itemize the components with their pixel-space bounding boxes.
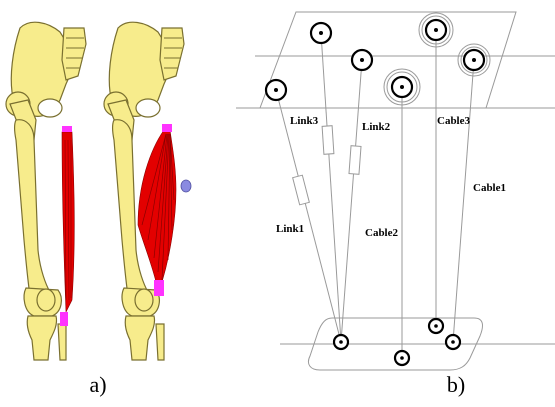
top-joint-4 — [458, 44, 490, 76]
link1-actuator — [293, 175, 310, 205]
caption-a: a) — [89, 372, 106, 397]
label-link3: Link3 — [290, 115, 319, 127]
caption-b: b) — [447, 372, 465, 397]
label-cable2: Cable2 — [365, 227, 399, 239]
label-link2: Link2 — [362, 121, 391, 133]
top-joint-5 — [266, 80, 286, 100]
top-joint-3 — [352, 50, 372, 70]
left-leg-skeleton — [6, 22, 86, 360]
link3-line — [321, 33, 341, 342]
top-joint-1 — [311, 23, 331, 43]
bottom-joint-2 — [395, 351, 409, 365]
panel-a-illustration: a) — [6, 22, 191, 397]
bottom-joint-3 — [429, 319, 443, 333]
panel-b-diagram: Link3 Link2 Link1 Cable3 Cable2 Cable1 b… — [236, 12, 555, 397]
right-leg-skeleton — [104, 22, 191, 360]
label-cable3: Cable3 — [437, 115, 471, 127]
link3-actuator — [322, 126, 334, 155]
label-link1: Link1 — [276, 223, 304, 235]
cable1-line — [453, 60, 474, 342]
bottom-joint-4 — [446, 335, 460, 349]
label-cable1: Cable1 — [473, 182, 506, 194]
link2-line — [341, 60, 362, 342]
bottom-joint-1 — [334, 335, 348, 349]
link2-actuator — [349, 146, 361, 175]
